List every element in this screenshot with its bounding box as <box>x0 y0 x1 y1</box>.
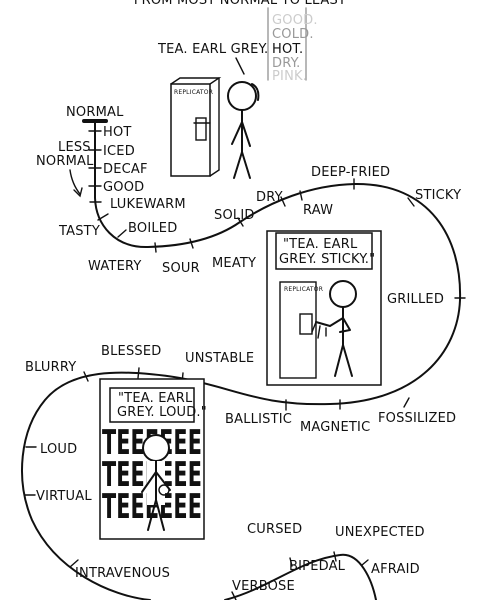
label-magnetic: MAGNETIC <box>300 420 370 435</box>
label-afraid: AFRAID <box>371 562 420 577</box>
less-normal-arrow <box>69 169 81 195</box>
label-blurry: BLURRY <box>25 360 76 375</box>
loud-caption-2: GREY. LOUD." <box>117 405 207 420</box>
stick-figure-top <box>227 81 260 179</box>
sticky-caption-1: "TEA. EARL <box>283 237 358 252</box>
top-scene: GOOD. COLD. HOT. DRY. PINK. TEA. EARL GR… <box>157 7 318 179</box>
panel-loud: "TEA. EARL GREY. LOUD." TEEEEEE TEEEEEE … <box>99 378 207 540</box>
replicator-label: REPLICATOR <box>174 89 213 96</box>
option-hot: HOT. <box>272 42 303 57</box>
label-intravenous: INTRAVENOUS <box>75 566 170 581</box>
label-dry: DRY <box>256 190 283 205</box>
option-pink: PINK. <box>272 69 307 84</box>
less-normal-label-2: NORMAL <box>36 154 94 169</box>
label-boiled: BOILED <box>128 221 177 236</box>
label-loud: LOUD <box>40 442 77 457</box>
label-sticky: STICKY <box>415 188 461 203</box>
header-text: FROM MOST NORMAL TO LEAST <box>134 0 346 8</box>
label-decaf: DECAF <box>103 162 148 177</box>
curve-labels: HOT ICED DECAF GOOD LUKEWARM TASTY BOILE… <box>25 125 461 594</box>
normality-curve <box>21 120 462 600</box>
option-list: GOOD. COLD. HOT. DRY. PINK. <box>267 7 318 84</box>
stick-figure-loud <box>141 434 171 531</box>
sticky-replicator-label: REPLICATOR <box>284 286 323 293</box>
sticky-caption-2: GREY. STICKY." <box>279 252 375 267</box>
speech-tail <box>235 57 245 75</box>
option-cold: COLD. <box>272 27 314 42</box>
label-verbose: VERBOSE <box>232 579 295 594</box>
label-cursed: CURSED <box>247 522 302 537</box>
normal-label: NORMAL <box>66 105 124 120</box>
label-fossilized: FOSSILIZED <box>378 411 456 426</box>
label-deep-fried: DEEP-FRIED <box>311 165 390 180</box>
label-unstable: UNSTABLE <box>185 351 254 366</box>
label-sour: SOUR <box>162 261 200 276</box>
less-normal-label-1: LESS <box>58 140 91 155</box>
label-tasty: TASTY <box>58 224 100 239</box>
label-good: GOOD <box>103 180 144 195</box>
panel-sticky: "TEA. EARL GREY. STICKY." REPLICATOR <box>266 230 382 386</box>
speech-tea-earl-grey: TEA. EARL GREY. <box>157 42 268 57</box>
curve-ticks <box>24 130 466 600</box>
label-raw: RAW <box>303 203 333 218</box>
label-meaty: MEATY <box>212 256 256 271</box>
replicator-machine: REPLICATOR <box>170 77 222 177</box>
option-good: GOOD. <box>272 13 318 28</box>
label-hot: HOT <box>103 125 132 140</box>
loud-caption-1: "TEA. EARL <box>118 391 193 406</box>
label-grilled: GRILLED <box>387 292 444 307</box>
sticky-replicator: REPLICATOR <box>279 281 323 379</box>
label-watery: WATERY <box>88 259 142 274</box>
label-bipedal: BIPEDAL <box>289 559 346 574</box>
label-ballistic: BALLISTIC <box>225 412 292 427</box>
label-iced: ICED <box>103 144 135 159</box>
label-virtual: VIRTUAL <box>36 489 92 504</box>
option-dry: DRY. <box>272 56 300 71</box>
label-unexpected: UNEXPECTED <box>335 525 425 540</box>
stick-figure-sticky <box>311 280 357 377</box>
label-solid: SOLID <box>214 208 255 223</box>
label-lukewarm: LUKEWARM <box>110 197 186 212</box>
label-blessed: BLESSED <box>101 344 162 359</box>
